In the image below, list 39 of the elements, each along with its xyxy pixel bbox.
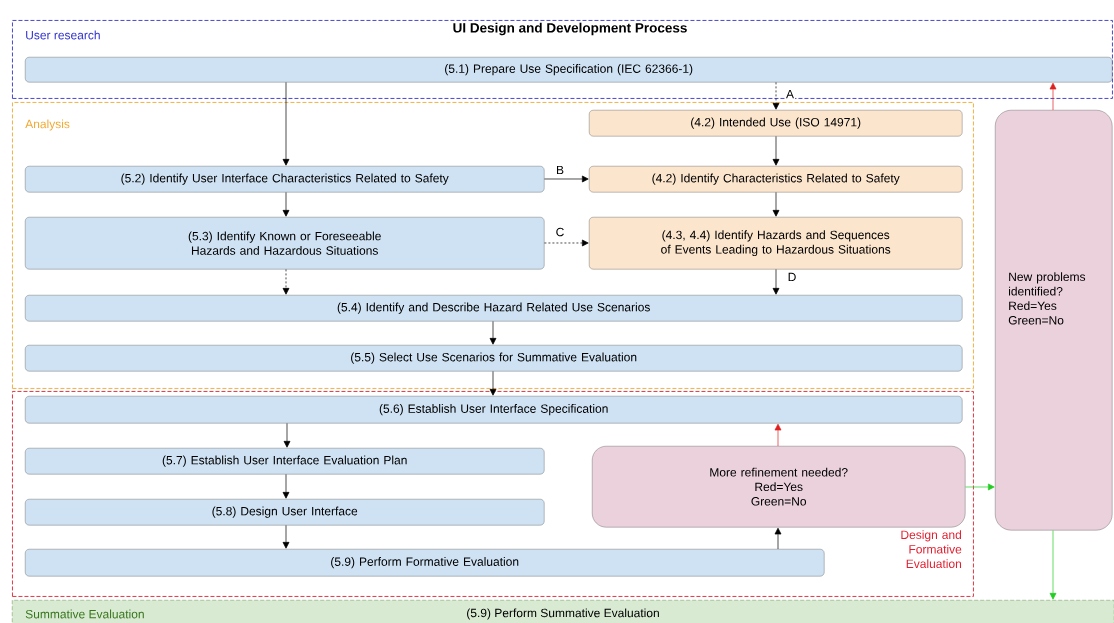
edge-label: D xyxy=(786,271,798,283)
arrow xyxy=(282,82,290,166)
arrow xyxy=(774,527,782,550)
process-box: (5.2) Identify User Interface Characteristics Related to Safety xyxy=(25,166,545,193)
arrow xyxy=(772,82,780,110)
arrow xyxy=(282,525,290,549)
arrow xyxy=(965,483,995,491)
arrow xyxy=(282,192,290,217)
arrow xyxy=(544,175,589,183)
arrow xyxy=(282,474,290,499)
process-box: (5.7) Establish User Interface Evaluation Plan xyxy=(25,448,545,475)
process-box: (4.3, 4.4) Identify Hazards and Sequences of Events Leading to Hazardous Situations xyxy=(589,217,963,270)
arrow xyxy=(1049,530,1057,600)
edge-label: B xyxy=(555,164,565,176)
arrow xyxy=(489,371,497,396)
section-band: Summative Evaluation (5.9) Perform Summative Evaluation xyxy=(12,600,1114,623)
process-box: (4.2) Identify Characteristics Related to Safety xyxy=(589,166,963,193)
process-box: (5.9) Perform Formative Evaluation xyxy=(25,549,825,577)
process-box: (5.6) Establish User Interface Specification xyxy=(25,396,963,424)
process-box: (5.3) Identify Known or Foreseeable Hazards and Hazardous Situations xyxy=(25,217,545,270)
arrow xyxy=(774,423,782,447)
process-box: More refinement needed? Red=Yes Green=No xyxy=(592,446,966,528)
arrow xyxy=(772,192,780,217)
arrow xyxy=(489,321,497,345)
process-box: (5.1) Prepare Use Specification (IEC 62366-1) xyxy=(25,57,1113,83)
decision-box: New problems identified? Red=Yes Green=No xyxy=(995,110,1113,531)
process-box: (5.8) Design User Interface xyxy=(25,499,545,526)
arrow xyxy=(544,239,589,247)
arrow xyxy=(772,269,780,295)
process-box: (4.2) Intended Use (ISO 14971) xyxy=(589,110,963,137)
arrow xyxy=(282,269,290,295)
edge-label: A xyxy=(785,88,795,100)
arrow xyxy=(283,423,291,448)
edge-label: C xyxy=(554,226,566,238)
arrow xyxy=(1049,82,1057,111)
arrow xyxy=(772,136,780,166)
diagram-title: UI Design and Development Process xyxy=(453,22,687,36)
process-box: (5.4) Identify and Describe Hazard Related Use Scenarios xyxy=(25,295,963,322)
process-box: (5.5) Select Use Scenarios for Summative Evaluation xyxy=(25,345,963,372)
